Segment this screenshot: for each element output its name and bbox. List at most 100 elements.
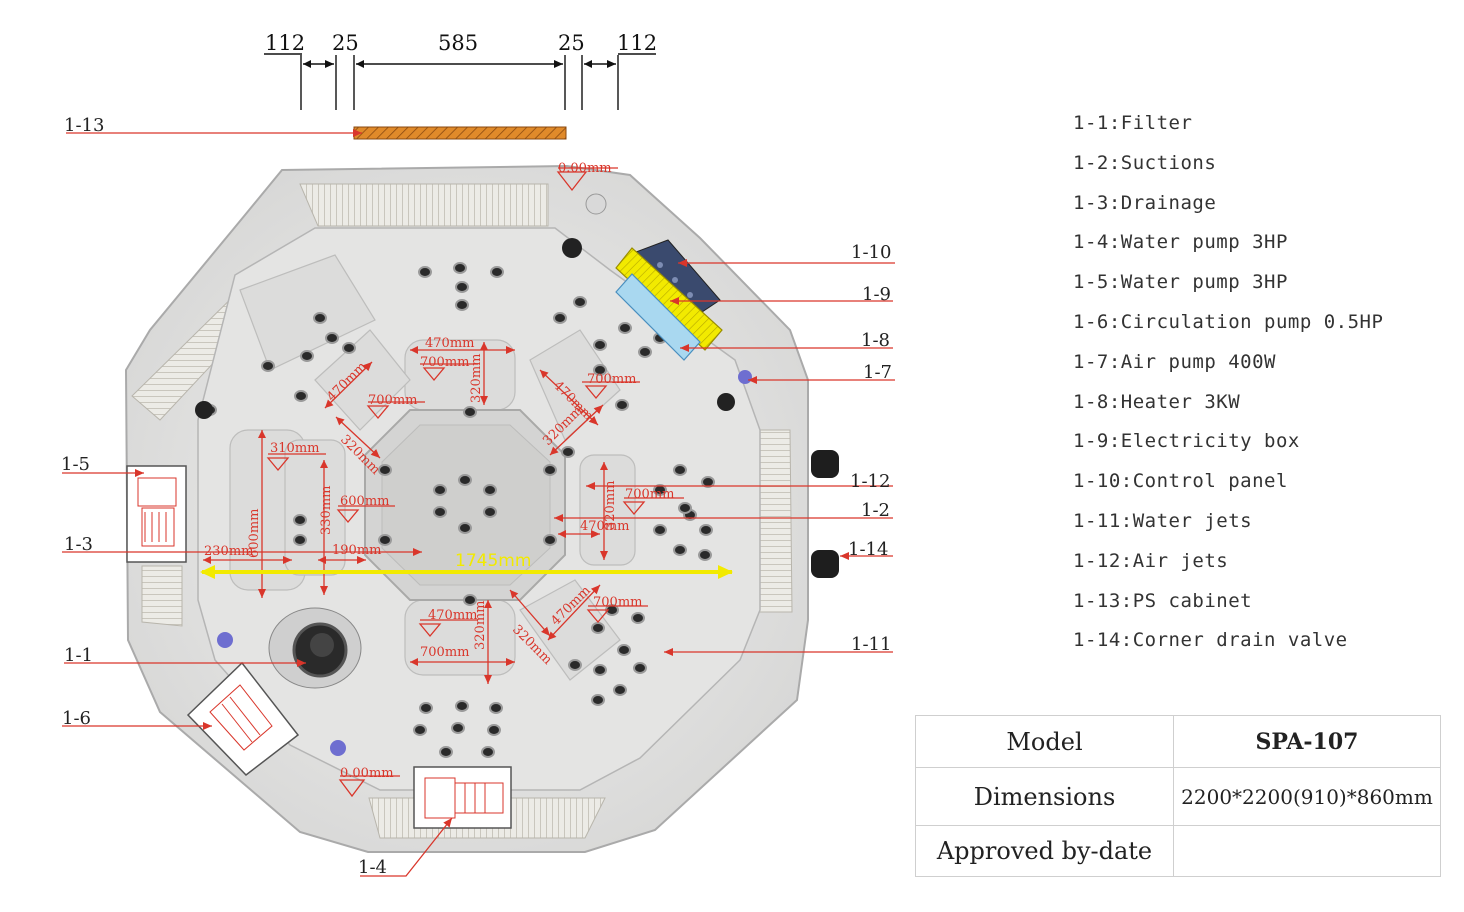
legend-item: 1-1:Filter [1073,112,1193,134]
callout-1-12: 1-12 [850,471,890,492]
jet [561,446,575,458]
jet [293,514,307,526]
jet [294,390,308,402]
jet [463,594,477,606]
jet [418,266,432,278]
top-dim-5: 112 [617,31,657,55]
jet [455,299,469,311]
approved-value [1173,825,1441,877]
jet [618,322,632,334]
air-pump-dot [738,370,752,384]
jet [483,484,497,496]
measurement-label: 330mm [319,486,334,535]
callout-1-5: 1-5 [61,454,90,475]
jet [490,266,504,278]
legend-item: 1-2:Suctions [1073,151,1217,174]
measurement-label: 190mm [332,543,381,558]
jet [313,312,327,324]
jet [458,474,472,486]
jet [378,534,392,546]
measurement-label: 320mm [469,354,484,403]
measurement-label: 700mm [625,487,674,502]
measurement-label: 470mm [428,608,477,623]
top-dim-4: 25 [558,31,585,55]
circulation-pump-box-1-6 [186,661,300,777]
measurement-label: 600mm [340,494,389,509]
legend-item: 1-9:Electricity box [1073,430,1300,453]
jet [543,534,557,546]
jet [455,700,469,712]
legend-item: 1-4:Water pump 3HP [1073,231,1288,254]
jet [433,484,447,496]
jet [653,484,667,496]
legend-item: 1-14:Corner drain valve [1073,629,1348,652]
measurement-label: 0.00mm [340,766,394,781]
measurement-label: 320mm [473,601,488,650]
measurement-label: 470mm [425,336,474,351]
callout-1-11: 1-11 [851,634,891,655]
ps-cabinet-bar [353,126,567,140]
legend-item: 1-12:Air jets [1073,549,1229,572]
callout-1-13: 1-13 [64,115,104,136]
measurement-label: 1745mm [455,551,531,571]
jet [568,659,582,671]
model-label: Model [915,715,1174,768]
top-dim-1: 112 [265,31,305,55]
measurement-label: 700mm [587,372,636,387]
callout-1-10: 1-10 [851,242,891,263]
jet [261,360,275,372]
side-drain-valves [811,450,839,578]
callout-1-6: 1-6 [62,708,91,729]
legend-item: 1-10:Control panel [1073,470,1288,493]
callout-1-9: 1-9 [862,284,891,305]
jet [699,524,713,536]
measurement-label: 700mm [593,595,642,610]
top-dimension-chain [264,53,656,110]
callout-leaders [62,129,895,877]
measurement-label: 600mm [247,509,262,558]
legend-item: 1-3:Drainage [1073,191,1217,214]
jet [463,406,477,418]
callout-1-8: 1-8 [861,330,890,351]
jet [678,502,692,514]
measurement-label: 700mm [420,355,469,370]
top-dim-2: 25 [332,31,359,55]
jet [342,342,356,354]
measurement-label: 700mm [368,393,417,408]
callout-1-1: 1-1 [64,645,93,666]
jet [615,399,629,411]
measurement-label: 0.00mm [558,161,612,176]
callout-1-4: 1-4 [358,857,387,878]
measurement-label: 700mm [420,645,469,660]
legend-item: 1-13:PS cabinet [1073,589,1253,612]
jet [591,622,605,634]
jet [489,702,503,714]
jet [419,702,433,714]
jet [673,544,687,556]
jet [633,662,647,674]
jet [458,522,472,534]
jet [573,296,587,308]
jet [653,524,667,536]
jet [543,464,557,476]
corner-valves [195,193,735,756]
jet [451,722,465,734]
jet [487,724,501,736]
water-pump-box-1-4 [413,766,512,829]
jet [701,476,715,488]
approved-label: Approved by-date [915,825,1174,877]
callout-1-3: 1-3 [64,534,93,555]
legend-item: 1-5:Water pump 3HP [1073,271,1288,294]
jet [593,664,607,676]
jet [455,281,469,293]
callout-1-2: 1-2 [861,500,890,521]
callout-1-14: 1-14 [848,539,888,560]
heater [615,273,701,361]
jet [433,506,447,518]
legend-item: 1-7:Air pump 400W [1073,350,1276,373]
measurement-lines [203,167,684,798]
top-dim-3: 585 [438,31,478,55]
dimensions-label: Dimensions [915,767,1174,826]
component-legend: 1-1:Filter 1-2:Suctions 1-3:Drainage 1-4… [1073,112,1453,669]
